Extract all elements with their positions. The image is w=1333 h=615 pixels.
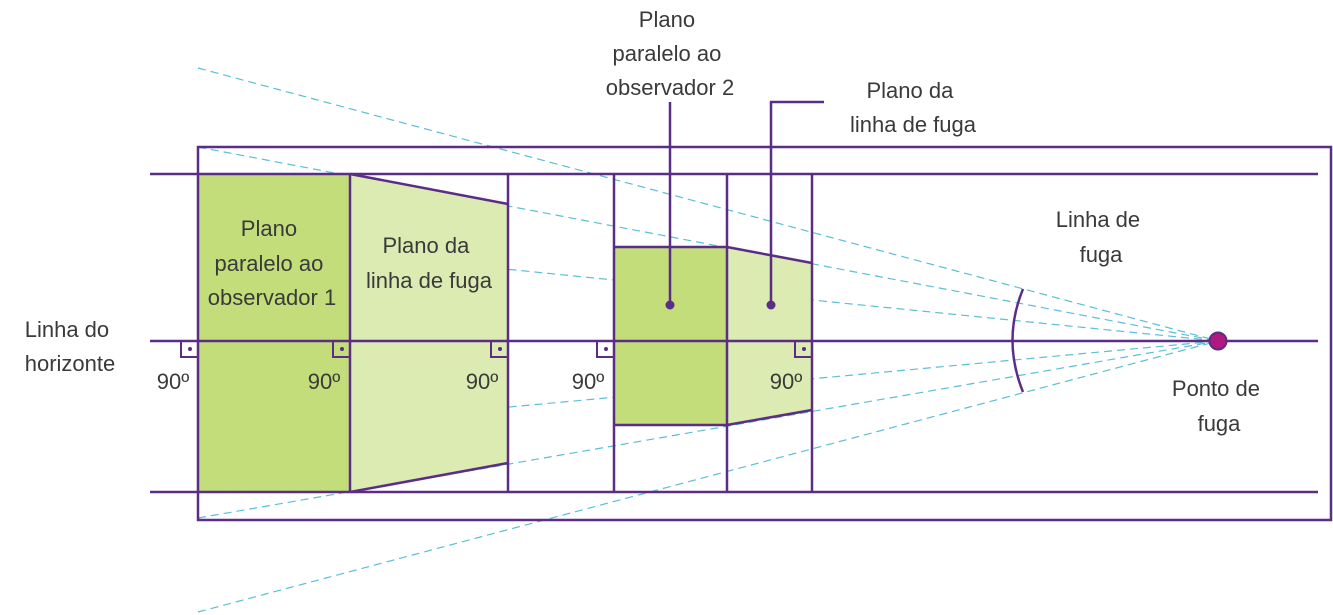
plane-vanishing-line-2 — [727, 247, 812, 425]
plane-parallel-observer-1 — [198, 174, 350, 492]
plane-edge — [349, 461, 509, 494]
vanishing-line — [197, 67, 1219, 342]
right-angle-marker — [332, 341, 350, 358]
angle-label: 90º — [308, 369, 341, 394]
right-angle-dot — [188, 347, 192, 351]
plane-edge — [726, 245, 813, 265]
right-angle-marker — [180, 341, 198, 358]
right-angle-dot — [498, 347, 502, 351]
angle-label: 90º — [572, 369, 605, 394]
label-ponto-de-fuga: Ponto de fuga — [1172, 376, 1266, 436]
label-plano-paralelo-2: Plano paralelo ao observador 2 — [606, 7, 734, 100]
leader-dot — [766, 300, 776, 310]
plane-vanishing-line-1 — [350, 174, 508, 492]
angle-label: 90º — [770, 369, 803, 394]
vanishing-line — [197, 340, 1219, 613]
right-angle-dot — [802, 347, 806, 351]
leader-line-vanishing-plane — [769, 100, 824, 305]
right-angle-marker — [596, 341, 614, 358]
leader-dot — [665, 300, 675, 310]
outer-frame — [196, 145, 1333, 522]
vanishing-point — [1208, 331, 1228, 351]
right-angle-dot — [340, 347, 344, 351]
label-linha-do-horizonte: Linha do horizonte — [25, 317, 116, 376]
plane-edge — [349, 172, 509, 206]
label-linha-de-fuga: Linha de fuga — [1056, 207, 1147, 267]
label-plano-linha-fuga-2: Plano da linha de fuga — [850, 78, 977, 137]
right-angle-marker — [490, 341, 508, 358]
label-plano-linha-fuga-1: Plano da linha de fuga — [366, 233, 493, 293]
vanishing-line-arc — [1011, 288, 1025, 393]
angle-label: 90º — [466, 369, 499, 394]
right-angle-dot — [604, 347, 608, 351]
angle-label: 90º — [157, 369, 190, 394]
plane-edge — [726, 408, 813, 427]
right-angle-marker — [794, 341, 812, 358]
label-plano-paralelo-1: Plano paralelo ao observador 1 — [208, 216, 336, 310]
